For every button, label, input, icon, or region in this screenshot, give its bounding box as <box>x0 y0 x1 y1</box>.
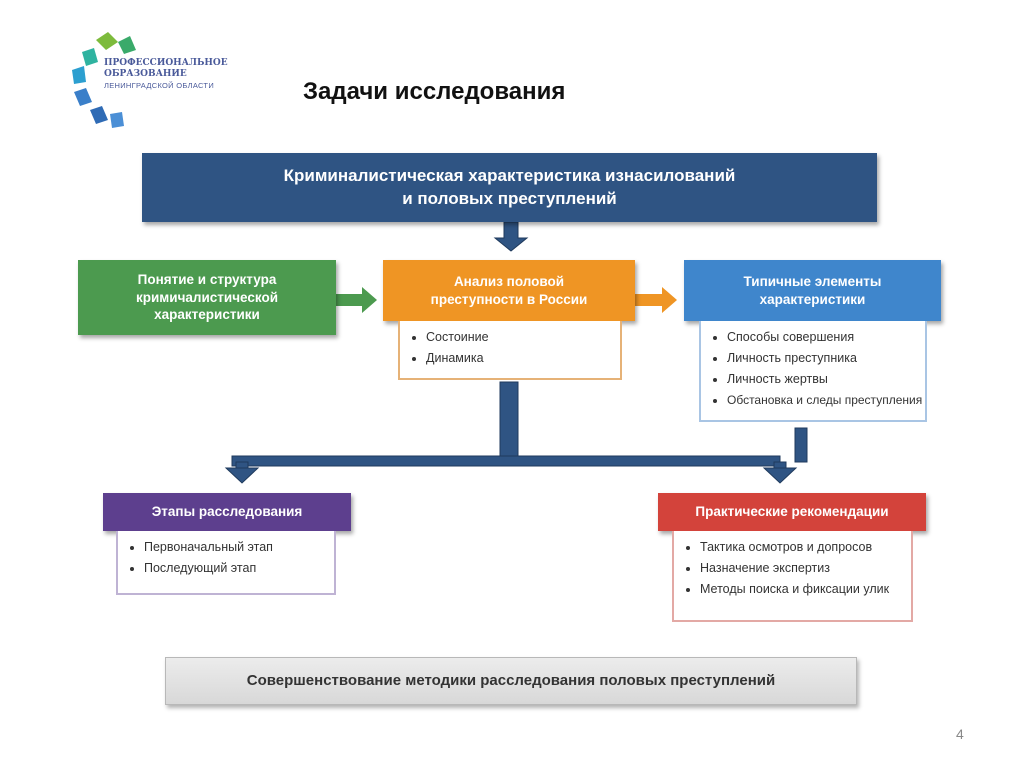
stages-title: Этапы расследования <box>151 504 303 520</box>
list-item: Способы совершения <box>727 329 915 346</box>
arrow-top-down <box>493 221 529 252</box>
page-title: Задачи исследования <box>303 78 566 105</box>
list-item: Личность жертвы <box>727 371 915 388</box>
bottom-box-text: Совершенствование методики расследования… <box>246 672 776 690</box>
elements-line-1: Типичные элементы <box>743 273 882 289</box>
list-item: Первоначальный этап <box>144 539 324 556</box>
elements-box-header: Типичные элементы характеристики <box>684 260 941 321</box>
horizontal-connector <box>231 455 781 467</box>
recommendations-box-header: Практические рекомендации <box>658 493 926 531</box>
analysis-stem <box>499 381 519 457</box>
recommendations-title: Практические рекомендации <box>695 504 889 520</box>
analysis-line-2: преступности в России <box>430 291 588 307</box>
concept-line-2: кримичалистической <box>135 289 279 305</box>
page-number: 4 <box>956 726 964 742</box>
list-item: Последующий этап <box>144 560 324 577</box>
top-box: Криминалистическая характеристика изнаси… <box>142 153 877 222</box>
list-item: Личность преступника <box>727 350 915 367</box>
arrow-to-stages <box>224 467 260 484</box>
list-item: Тактика осмотров и допросов <box>700 539 901 556</box>
logo-line-1: ПРОФЕССИОНАЛЬНОЕ <box>104 58 228 68</box>
analysis-box-header: Анализ половой преступности в России <box>383 260 635 321</box>
concept-box: Понятие и структура кримичалистической х… <box>78 260 336 335</box>
arrow-analysis-to-elements <box>635 287 677 313</box>
analysis-line-1: Анализ половой <box>453 273 565 289</box>
elements-line-2: характеристики <box>759 291 866 307</box>
arrow-to-recommendations <box>762 467 798 484</box>
concept-line-3: характеристики <box>154 307 260 323</box>
elements-list: Способы совершения Личность преступника … <box>699 321 927 422</box>
list-item: Состоиние <box>426 329 610 346</box>
logo-line-3: ЛЕНИНГРАДСКОЙ ОБЛАСТИ <box>104 81 215 90</box>
top-box-line-2: и половых преступлений <box>402 188 617 208</box>
concept-line-1: Понятие и структура <box>137 272 277 288</box>
arrow-concept-to-analysis <box>336 287 377 313</box>
logo-text: ПРОФЕССИОНАЛЬНОЕ ОБРАЗОВАНИЕ ЛЕНИНГРАДСК… <box>104 58 264 91</box>
list-item: Методы поиска и фиксации улик <box>700 581 901 598</box>
logo-mark <box>72 32 136 128</box>
stages-list: Первоначальный этап Последующий этап <box>116 531 336 595</box>
elements-stem <box>794 427 808 463</box>
list-item: Назначение экспертиз <box>700 560 901 577</box>
recommendations-list: Тактика осмотров и допросов Назначение э… <box>672 531 913 622</box>
bottom-box: Совершенствование методики расследования… <box>165 657 857 705</box>
logo-line-2: ОБРАЗОВАНИЕ <box>104 69 187 79</box>
list-item: Динамика <box>426 350 610 367</box>
stages-box-header: Этапы расследования <box>103 493 351 531</box>
list-item: Обстановка и следы преступления <box>727 392 922 409</box>
analysis-list: Состоиние Динамика <box>398 321 622 380</box>
top-box-line-1: Криминалистическая характеристика изнаси… <box>283 166 736 186</box>
